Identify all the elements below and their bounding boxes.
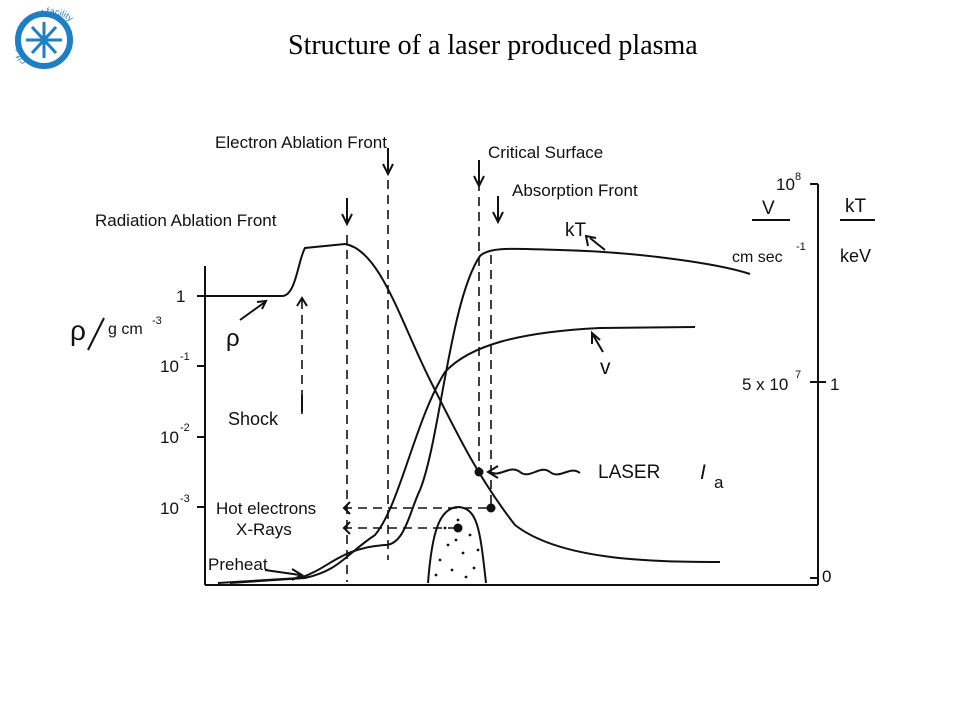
tick-10m1: 10 xyxy=(160,357,179,376)
tick-10m3: 10 xyxy=(160,499,179,518)
kt-axis-label: kT xyxy=(845,196,867,217)
slide-title: Structure of a laser produced plasma xyxy=(288,30,698,61)
right-mid-tick: 5 x 10 xyxy=(742,375,788,394)
ia-subscript: a xyxy=(714,473,724,492)
right-zero-tick: 0 xyxy=(822,567,831,586)
x-rays-label: X-Rays xyxy=(236,520,292,539)
velocity-curve-label: v xyxy=(600,356,611,379)
density-curve-label: ρ xyxy=(226,325,240,352)
absorption-front-label: Absorption Front xyxy=(512,181,638,200)
velocity-axis-unit: cm sec xyxy=(732,249,783,266)
tick-10m1-exp: -1 xyxy=(180,351,190,363)
tick-10m3-exp: -3 xyxy=(180,493,190,505)
laser-label: LASER xyxy=(598,462,660,483)
electron-ablation-front-label: Electron Ablation Front xyxy=(215,133,387,152)
right-top-tick-exp: 8 xyxy=(795,171,801,183)
kt-axis-unit: keV xyxy=(840,246,871,266)
right-top-tick: 10 xyxy=(776,175,795,194)
logo-sunburst-icon xyxy=(26,22,62,58)
velocity-axis-unit-exp: -1 xyxy=(796,241,806,253)
rho-axis-unit-exp: -3 xyxy=(152,315,162,327)
kt-curve-label: kT xyxy=(565,220,587,241)
preheat-label: Preheat xyxy=(208,555,268,574)
ia-label: I xyxy=(700,461,706,484)
shock-label: Shock xyxy=(228,409,279,429)
velocity-curve xyxy=(229,326,696,584)
rho-axis-unit: g cm xyxy=(108,321,143,338)
absorption-profile xyxy=(427,505,487,584)
radiation-ablation-front-label: Radiation Ablation Front xyxy=(95,211,277,230)
critical-surface-label: Critical Surface xyxy=(488,143,603,162)
density-curve xyxy=(205,242,721,563)
right-mid-tick-exp: 7 xyxy=(795,369,801,381)
right-mid-tick-kt: 1 xyxy=(830,375,839,394)
velocity-axis-label: V xyxy=(762,198,775,219)
kt-curve xyxy=(217,247,751,584)
tick-1: 1 xyxy=(176,287,185,306)
tick-10m2-exp: -2 xyxy=(180,422,190,434)
clf-logo: clf central laser facility xyxy=(6,0,90,89)
logo-ring xyxy=(15,11,73,69)
hot-electrons-label: Hot electrons xyxy=(216,499,316,518)
tick-10m2: 10 xyxy=(160,428,179,447)
absorption-stipple xyxy=(434,518,480,579)
rho-axis-symbol: ρ xyxy=(70,315,86,346)
